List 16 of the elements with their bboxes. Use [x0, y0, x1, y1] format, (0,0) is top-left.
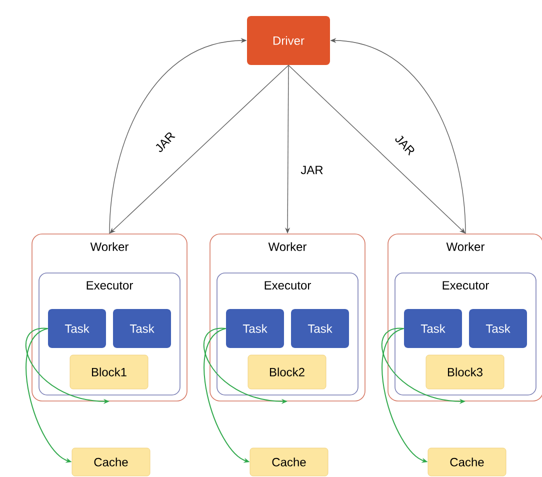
cache-box: Cache	[250, 448, 328, 476]
task-box: Task	[113, 309, 171, 348]
edge-label: JAR	[300, 166, 323, 174]
edge-label: JAR	[395, 136, 414, 156]
task-box: Task	[226, 309, 284, 348]
task-box: Task	[48, 309, 106, 348]
task-box: Task	[404, 309, 462, 348]
task-box: Task	[291, 309, 349, 348]
edge-label: JAR	[156, 132, 176, 152]
cache-box: Cache	[72, 448, 150, 476]
block-box: Block2	[248, 354, 326, 390]
cache-box: Cache	[428, 448, 506, 476]
block-box: Block1	[70, 354, 148, 390]
task-box: Task	[469, 309, 527, 348]
block-box: Block3	[426, 354, 504, 390]
driver-box: Driver	[247, 16, 330, 65]
